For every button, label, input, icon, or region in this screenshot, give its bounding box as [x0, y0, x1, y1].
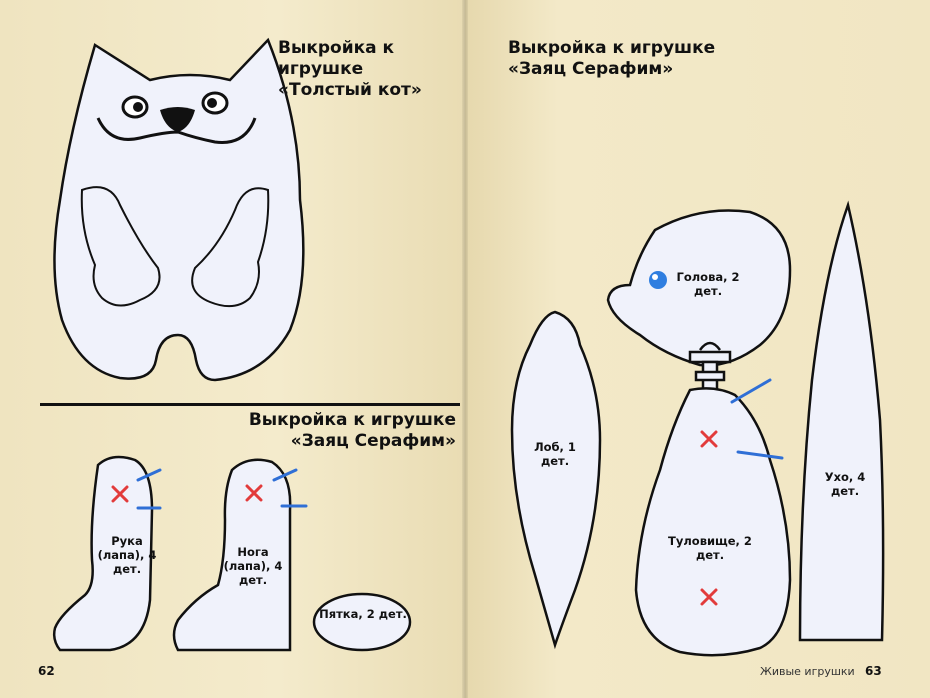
cat-mouth — [96, 117, 257, 144]
cat-pattern-title: Выкройка к игрушке «Толстый кот» — [278, 38, 422, 100]
pyatka-pattern-piece — [312, 592, 412, 652]
page-gutter — [462, 0, 468, 698]
golova-label: Голова, 2 дет. — [676, 270, 740, 298]
noga-label: Нога (лапа), 4 дет. — [223, 545, 283, 587]
hare-pattern-title-right: Выкройка к игрушке «Заяц Серафим» — [508, 38, 716, 79]
cat-left-arm — [80, 186, 161, 307]
ruka-pattern-piece — [52, 455, 154, 652]
uho-pattern-piece — [798, 200, 885, 642]
page-number-right: 63 — [865, 664, 882, 678]
cat-nose — [160, 107, 195, 132]
uho-label: Ухо, 4 дет. — [824, 470, 866, 498]
hare-eye — [649, 271, 667, 289]
lob-pattern-piece — [510, 310, 602, 650]
magazine-footer: Живые игрушки — [760, 665, 855, 678]
hare-pattern-title-left: Выкройка к игрушке «Заяц Серафим» — [248, 410, 456, 451]
neck-connector — [688, 341, 732, 392]
noga-pattern-piece — [172, 458, 292, 652]
cat-eyes — [121, 91, 229, 119]
tulovishche-pattern-piece — [634, 387, 792, 657]
cat-right-arm — [191, 187, 270, 308]
tulovishche-label: Туловище, 2 дет. — [668, 534, 752, 562]
pyatka-label: Пятка, 2 дет. — [319, 607, 407, 621]
lob-label: Лоб, 1 дет. — [534, 440, 576, 468]
page-number-left: 62 — [38, 664, 55, 678]
section-divider — [40, 403, 460, 406]
red-x-markers — [111, 430, 718, 606]
blue-notch-markers — [136, 378, 784, 510]
ruka-label: Рука (лапа), 4 дет. — [97, 534, 157, 576]
